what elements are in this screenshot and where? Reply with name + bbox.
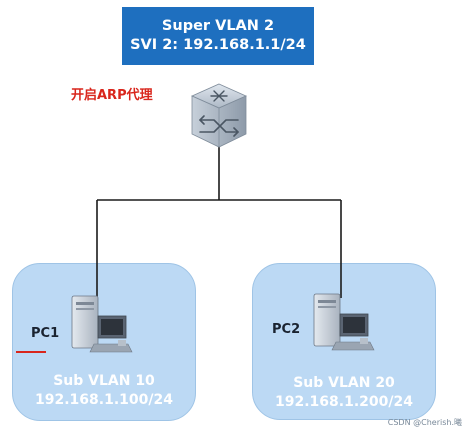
network-links	[96, 147, 342, 298]
pc1-label: PC1	[31, 326, 60, 341]
super-vlan-box: Super VLAN 2 SVI 2: 192.168.1.1/24	[122, 7, 314, 65]
pc2-icon	[313, 293, 375, 351]
watermark: CSDN @Cherish.曦	[387, 418, 462, 427]
pc1-icon	[71, 295, 133, 353]
pc2-label: PC2	[272, 322, 301, 337]
sub-vlan-10-subnet: 192.168.1.100/24	[35, 392, 173, 408]
sub-vlan-20-name: Sub VLAN 20	[293, 375, 395, 391]
pc1-underline-mark	[16, 351, 46, 353]
l3-switch-icon	[191, 83, 247, 148]
sub-vlan-10-name: Sub VLAN 10	[53, 373, 155, 389]
super-vlan-svi: SVI 2: 192.168.1.1/24	[130, 37, 306, 53]
super-vlan-title: Super VLAN 2	[161, 18, 275, 34]
sub-vlan-20-subnet: 192.168.1.200/24	[275, 394, 413, 410]
sub-vlan-10-area	[12, 263, 196, 421]
sub-vlan-10-text: Sub VLAN 10 192.168.1.100/24	[12, 372, 196, 410]
sub-vlan-20-text: Sub VLAN 20 192.168.1.200/24	[252, 374, 436, 412]
arp-proxy-annotation: 开启ARP代理	[71, 88, 153, 103]
sub-vlan-20-area	[252, 263, 436, 420]
